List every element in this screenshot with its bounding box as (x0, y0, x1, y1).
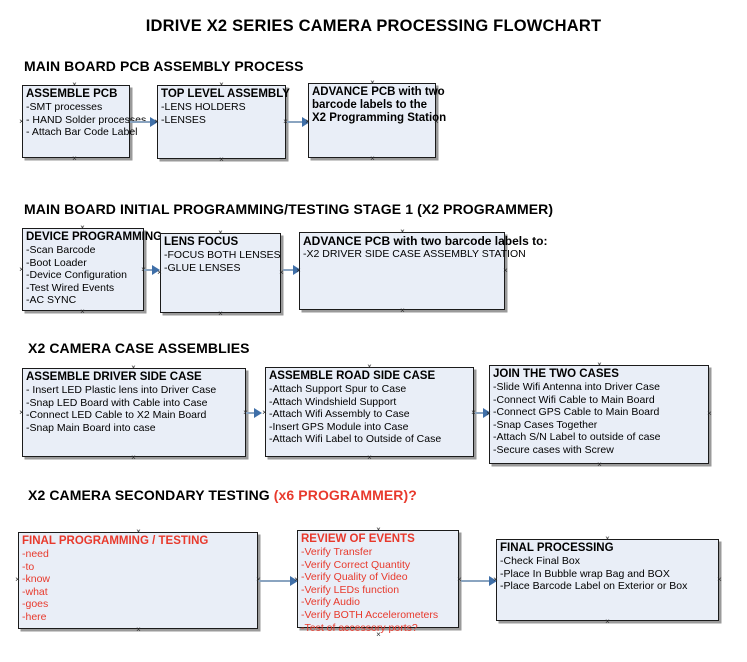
flow-box-title: ASSEMBLE ROAD SIDE CASE (269, 370, 436, 382)
connector-arrow (461, 580, 493, 582)
connector-arrow (287, 121, 307, 123)
connector-arrowhead-icon (483, 408, 491, 418)
flow-box-line: -Place Barcode Label on Exterior or Box (500, 580, 688, 593)
flow-box-line: -here (22, 610, 47, 623)
flow-box-title: TOP LEVEL ASSEMBLY (161, 88, 290, 100)
flow-box-title: ADVANCE PCB with two barcode labels to: (303, 234, 548, 248)
flow-box-line: -Attach Wifi Label to Outside of Case (269, 433, 442, 446)
connector-arrow (246, 412, 260, 414)
flow-box-line: -Test Wired Events (26, 281, 115, 294)
connector-arrow (283, 269, 299, 271)
flow-box-line: -Device Configuration (26, 269, 127, 282)
flow-box-line-overflow: -Test of accessory ports? (301, 621, 418, 634)
section-heading-4-red-text: (x6 PROGRAMMER)? (273, 487, 417, 503)
flow-box-line: -X2 DRIVER SIDE CASE ASSEMBLY STATION (303, 248, 526, 260)
flow-box-line: -Connect LED Cable to X2 Main Board (26, 409, 207, 422)
flow-box-line: -Attach Support Spur to Case (269, 383, 407, 395)
flow-box-final-programming-testing[interactable]: FINAL PROGRAMMING / TESTING -need -to -k… (18, 532, 258, 629)
connector-arrowhead-icon (302, 117, 310, 127)
flow-box-title: REVIEW OF EVENTS (301, 533, 415, 545)
flow-box-title: ASSEMBLE DRIVER SIDE CASE (26, 371, 202, 383)
flow-box-assemble-road-side-case[interactable]: ASSEMBLE ROAD SIDE CASE -Attach Support … (265, 367, 474, 457)
flow-box-line: -AC SYNC (26, 294, 77, 307)
flow-box-advance-pcb-programming-station[interactable]: ADVANCE PCB with two barcode labels to t… (308, 83, 447, 158)
flow-box-line: -Boot Loader (26, 256, 87, 269)
flow-box-line: -to (22, 560, 35, 573)
section-heading-4-text: X2 CAMERA SECONDARY TESTING (28, 487, 274, 503)
flow-box-line: -Attach Windshield Support (269, 395, 397, 408)
connector-arrow (259, 580, 295, 582)
section-heading-4: X2 CAMERA SECONDARY TESTING (x6 PROGRAMM… (28, 487, 417, 503)
flow-box-advance-pcb-driver-side[interactable]: ADVANCE PCB with two barcode labels to: … (299, 232, 548, 310)
flow-box-line: -know (22, 573, 51, 586)
section-heading-1-text: MAIN BOARD PCB ASSEMBLY PROCESS (24, 58, 304, 74)
flow-box-line: - Attach Bar Code Label (26, 126, 138, 139)
flow-box-line: - Insert LED Plastic lens into Driver Ca… (26, 384, 217, 396)
connector-arrowhead-icon (254, 408, 262, 418)
flow-box-line: -what (22, 585, 48, 598)
flow-box-assemble-pcb[interactable]: ASSEMBLE PCB -SMT processes - HAND Solde… (22, 85, 147, 158)
flow-box-title: FINAL PROGRAMMING / TESTING (22, 535, 209, 547)
flow-box-line: -Slide Wifi Antenna into Driver Case (493, 381, 660, 393)
flow-box-line: -GLUE LENSES (164, 261, 241, 274)
section-heading-3: X2 CAMERA CASE ASSEMBLIES (28, 340, 250, 356)
flow-box-line: -need (22, 548, 49, 560)
flow-box-line: -Secure cases with Screw (493, 443, 614, 456)
flow-box-review-of-events[interactable]: REVIEW OF EVENTS -Verify Transfer -Verif… (297, 530, 459, 634)
connector-arrowhead-icon (290, 576, 298, 586)
section-heading-2-text: MAIN BOARD INITIAL PROGRAMMING/TESTING S… (24, 201, 554, 217)
flow-box-line: -LENS HOLDERS (161, 101, 246, 113)
flow-box-title: ASSEMBLE PCB (26, 88, 118, 100)
connector-arrowhead-icon (489, 576, 497, 586)
section-heading-2: MAIN BOARD INITIAL PROGRAMMING/TESTING S… (24, 201, 553, 217)
flow-box-line: -Verify BOTH Accelerometers (301, 608, 439, 621)
connector-arrow (475, 412, 489, 414)
connector-arrow (130, 121, 154, 123)
flow-box-line: -SMT processes (26, 101, 103, 113)
flow-box-assemble-driver-side-case[interactable]: ASSEMBLE DRIVER SIDE CASE - Insert LED P… (22, 368, 246, 457)
page-title: IDRIVE X2 SERIES CAMERA PROCESSING FLOWC… (145, 17, 602, 35)
flow-box-line: -Snap Main Board into case (26, 421, 156, 434)
flow-box-line: -Verify Transfer (301, 546, 373, 558)
flow-box-line: -Verify Audio (301, 596, 360, 609)
flow-box-title: DEVICE PROGRAMMING (26, 231, 163, 243)
flow-box-line: - HAND Solder processes (26, 113, 147, 126)
flow-box-line: -Check Final Box (500, 555, 580, 567)
flow-box-line: -Attach Wifi Assembly to Case (269, 408, 410, 421)
flow-box-line: -Verify Correct Quantity (301, 558, 411, 571)
flow-box-top-level-assembly[interactable]: TOP LEVEL ASSEMBLY -LENS HOLDERS -LENSES (157, 85, 290, 159)
flow-box-line: -Verify Quality of Video (301, 571, 408, 584)
flow-box-line: barcode labels to the (312, 99, 428, 111)
flow-box-line: X2 Programming Station (312, 112, 447, 124)
flow-box-line: -Place In Bubble wrap Bag and BOX (500, 567, 670, 580)
connector-arrowhead-icon (293, 265, 301, 275)
connector-arrow (144, 269, 158, 271)
flow-box-line: -Scan Barcode (26, 244, 96, 256)
flow-box-title: LENS FOCUS (164, 236, 239, 248)
flow-box-line: -Connect Wifi Cable to Main Board (493, 393, 655, 406)
flow-box-final-processing[interactable]: FINAL PROCESSING -Check Final Box -Place… (496, 539, 719, 621)
flow-box-line: -FOCUS BOTH LENSES (164, 249, 281, 261)
flow-box-title: JOIN THE TWO CASES (493, 368, 619, 380)
connector-arrowhead-icon (150, 117, 158, 127)
flow-box-lens-focus[interactable]: LENS FOCUS -FOCUS BOTH LENSES -GLUE LENS… (160, 233, 281, 313)
flow-box-join-the-two-cases[interactable]: JOIN THE TWO CASES -Slide Wifi Antenna i… (489, 365, 709, 464)
flow-box-line: -Insert GPS Module into Case (269, 420, 409, 433)
flow-box-line: -Snap Cases Together (493, 418, 598, 431)
flow-box-title: FINAL PROCESSING (500, 542, 614, 554)
flow-box-title: ADVANCE PCB with two (312, 86, 445, 98)
flow-box-line: -Verify LEDs function (301, 583, 400, 596)
flow-box-line: -Snap LED Board with Cable into Case (26, 396, 208, 409)
connector-arrowhead-icon (152, 265, 160, 275)
section-heading-1: MAIN BOARD PCB ASSEMBLY PROCESS (24, 58, 304, 74)
flow-box-line: -goes (22, 598, 49, 611)
flow-box-line: -Connect GPS Cable to Main Board (493, 406, 660, 419)
flow-box-line: -LENSES (161, 113, 206, 126)
flow-box-line: -Attach S/N Label to outside of case (493, 431, 661, 444)
flow-box-device-programming[interactable]: DEVICE PROGRAMMING -Scan Barcode -Boot L… (22, 228, 163, 311)
section-heading-3-text: X2 CAMERA CASE ASSEMBLIES (28, 340, 250, 356)
